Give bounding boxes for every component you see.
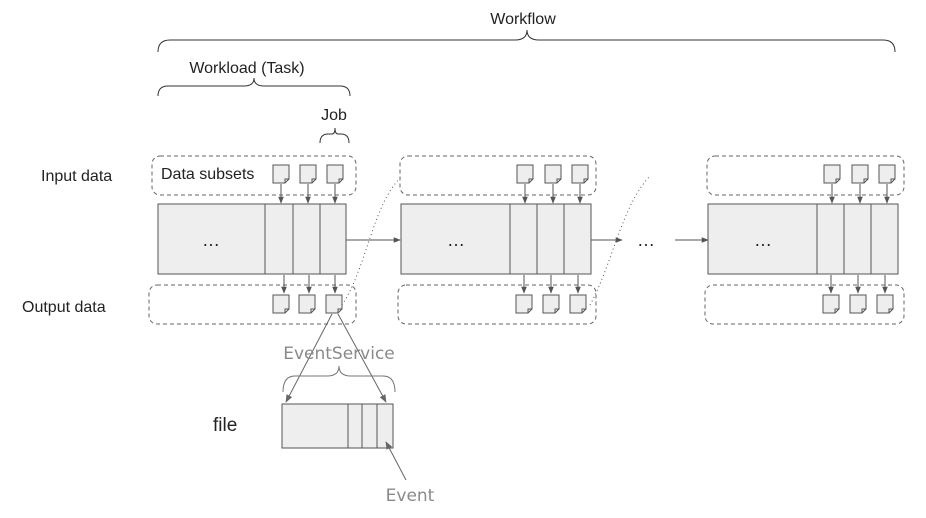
input-data-label: Input data	[41, 168, 112, 185]
task-3: …	[704, 155, 905, 325]
task-2: …	[397, 155, 597, 325]
output-data-box	[704, 284, 905, 325]
input-data-box	[399, 155, 597, 196]
event-service-arrow-left	[285, 313, 333, 403]
document-icon	[272, 294, 290, 314]
workload-brace	[157, 77, 351, 97]
document-icon	[822, 294, 840, 314]
input-data-box	[151, 155, 357, 196]
task-1: Data subsets …	[148, 155, 357, 325]
document-icon	[326, 164, 344, 184]
task-ellipsis: …	[754, 230, 772, 250]
document-icon	[851, 164, 869, 184]
task-box	[157, 203, 347, 275]
output-data-label: Output data	[22, 299, 106, 316]
document-icon	[878, 164, 896, 184]
document-icon	[516, 164, 534, 184]
output-data-box	[148, 284, 357, 325]
output-data-box	[397, 284, 597, 325]
event-label: Event	[386, 486, 435, 506]
document-icon	[299, 164, 317, 184]
data-subsets-label: Data subsets	[161, 166, 254, 183]
task-ellipsis: …	[202, 230, 220, 250]
document-icon	[272, 164, 290, 184]
document-icon	[515, 294, 533, 314]
document-icon	[325, 294, 343, 314]
event-arrow	[385, 441, 407, 481]
workflow-brace	[157, 29, 896, 53]
file-label: file	[213, 415, 237, 436]
workflow-label: Workflow	[490, 11, 556, 28]
event-service-arrow-right	[337, 313, 387, 403]
workload-label: Workload (Task)	[189, 60, 304, 77]
task-ellipsis: …	[447, 230, 465, 250]
input-data-box	[706, 155, 905, 196]
file-box	[281, 403, 394, 449]
dotted-link	[589, 175, 651, 306]
event-service-brace	[282, 365, 396, 393]
job-label: Job	[321, 107, 347, 124]
document-icon	[876, 294, 894, 314]
document-icon	[544, 164, 562, 184]
event-service-label: EventService	[283, 344, 395, 364]
document-icon	[569, 294, 587, 314]
workflow-ellipsis: …	[637, 230, 655, 250]
job-brace	[319, 127, 350, 144]
document-icon	[542, 294, 560, 314]
task-box	[707, 203, 899, 275]
task-box	[400, 203, 592, 275]
document-icon	[298, 294, 316, 314]
document-icon	[849, 294, 867, 314]
document-icon	[571, 164, 589, 184]
document-icon	[823, 164, 841, 184]
dotted-link	[341, 175, 403, 306]
